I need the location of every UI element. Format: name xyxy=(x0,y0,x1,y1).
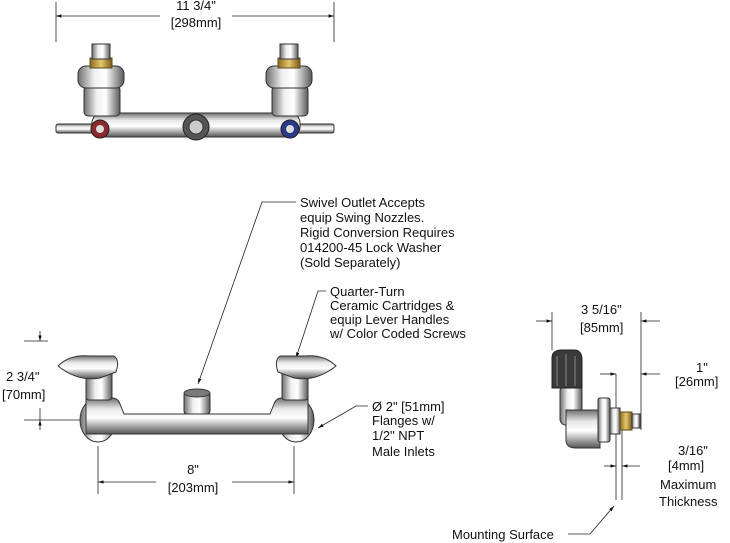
offset-mm-label: [26mm] xyxy=(675,374,718,389)
side-elbow xyxy=(565,409,601,449)
cartridge-note-line-4: w/ Color Coded Screws xyxy=(329,326,466,341)
top-width-in-label: 11 3/4" xyxy=(176,0,216,13)
top-left-valve xyxy=(77,43,125,139)
side-flange xyxy=(597,397,611,443)
cartridge-note-leader xyxy=(295,290,326,359)
cartridge-note-line-2: Ceramic Cartridges & xyxy=(330,298,455,313)
depth-in-label: 3 5/16" xyxy=(581,302,622,317)
swivel-note-line-2: equip Swing Nozzles. xyxy=(300,210,424,225)
flange-note-line-2: Flanges w/ xyxy=(372,413,435,428)
top-right-valve xyxy=(265,43,313,139)
swivel-note-leader xyxy=(197,201,296,385)
thickness-in-label: 3/16" xyxy=(678,443,708,458)
swivel-note-line-5: (Sold Separately) xyxy=(300,255,400,270)
front-left-lever-handle xyxy=(57,355,119,380)
mounting-surface-label: Mounting Surface xyxy=(452,527,554,542)
flange-note-line-1: Ø 2" [51mm] xyxy=(372,399,445,414)
top-width-mm-label: [298mm] xyxy=(171,15,222,30)
flange-note-leader xyxy=(317,405,368,429)
swivel-note-line-4: 014200-45 Lock Washer xyxy=(300,240,442,255)
side-nut xyxy=(609,407,621,435)
thickness-note-line-1: Maximum xyxy=(660,477,716,492)
thickness-mm-label: [4mm] xyxy=(668,458,704,473)
front-view: Swivel Outlet Accepts equip Swing Nozzle… xyxy=(2,195,466,495)
mounting-surface-leader xyxy=(568,505,615,535)
swivel-note-line-1: Swivel Outlet Accepts xyxy=(300,195,425,210)
swivel-note-line-3: Rigid Conversion Requires xyxy=(300,225,455,240)
thickness-note-line-2: Thickness xyxy=(659,494,718,509)
cartridge-note-line-1: Quarter-Turn xyxy=(330,284,405,299)
height-mm-label: [70mm] xyxy=(2,387,45,402)
side-inlet-threads xyxy=(619,411,633,431)
offset-in-label: 1" xyxy=(696,360,708,375)
top-view: 11 3/4" [298mm] xyxy=(55,0,335,141)
flange-note-line-3: 1/2" NPT xyxy=(372,428,424,443)
center-mm-label: [203mm] xyxy=(168,480,219,495)
depth-mm-label: [85mm] xyxy=(580,320,623,335)
center-in-label: 8" xyxy=(187,462,199,477)
front-right-lever-handle xyxy=(275,355,337,380)
height-in-label: 2 3/4" xyxy=(6,369,40,384)
flange-note-line-4: Male Inlets xyxy=(372,444,435,459)
cartridge-note-line-3: equip Lever Handles xyxy=(330,312,450,327)
side-view: 3 5/16" [85mm] 1" [26mm] 3/16" [4mm] Max… xyxy=(452,302,718,542)
